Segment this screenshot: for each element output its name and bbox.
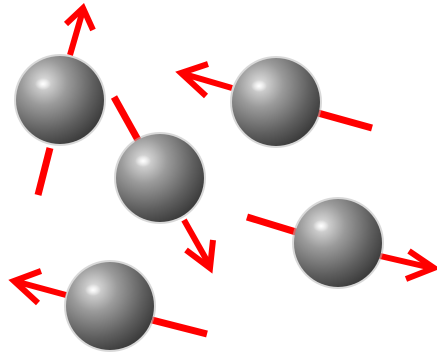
gray-sphere-icon [114,132,206,224]
gray-sphere-icon [64,260,156,352]
gray-sphere-icon [292,197,384,289]
gray-sphere-icon [230,56,322,148]
gray-sphere-icon [14,54,106,146]
